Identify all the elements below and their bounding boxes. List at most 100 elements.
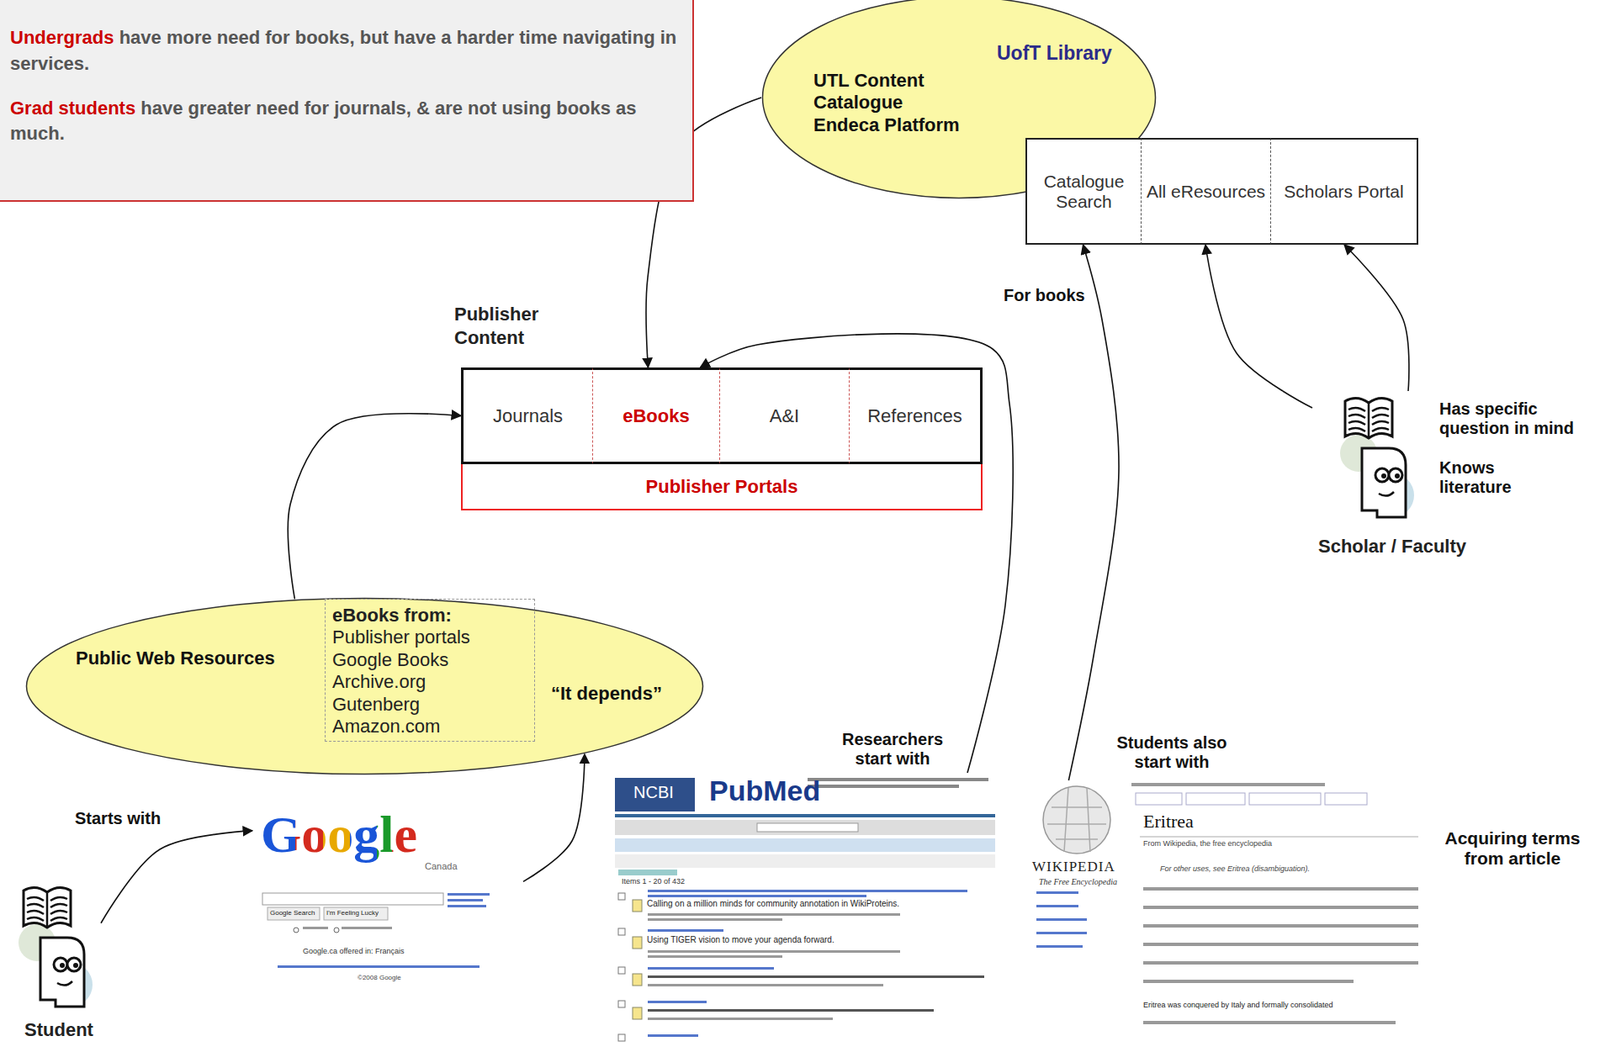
- pubmed-screenshot: [647, 955, 783, 959]
- node-text: eBooks: [622, 405, 689, 428]
- connector-arrow: [287, 413, 461, 600]
- catalogue-cell: Catalogue Search: [1025, 137, 1141, 245]
- node-text: Publisher Content: [454, 302, 573, 350]
- student-figure: Student: [16, 882, 101, 1047]
- wikipedia-screenshot: [1036, 932, 1087, 935]
- node-text: UTL Content Catalogue Endeca Platform: [813, 69, 965, 137]
- wikipedia-screenshot: [1143, 887, 1419, 891]
- pubmed-screenshot: [632, 900, 642, 912]
- node-text: Public Web Resources: [75, 647, 276, 670]
- google-screenshot: [262, 893, 490, 969]
- wikipedia-screenshot: [1143, 905, 1419, 910]
- pubmed-screenshot: [647, 918, 783, 922]
- connector-arrow: [1344, 244, 1410, 392]
- pubmed-screenshot: [618, 1034, 626, 1042]
- node-text: “It depends”: [550, 683, 663, 705]
- paragraph-gap: [10, 77, 681, 96]
- ellipse-shape: [26, 598, 704, 775]
- pubmed-screenshot: [632, 974, 642, 986]
- node-text: All eResources: [1146, 181, 1266, 202]
- node-text: A&I: [769, 405, 800, 428]
- pubmed-screenshot: [618, 967, 626, 975]
- pubmed-screenshot: [618, 893, 626, 901]
- ebooks-cell: eBooks: [592, 367, 720, 465]
- student-icon: [18, 887, 93, 1007]
- scholar-icon: [1340, 397, 1415, 518]
- node-text: Grad students: [10, 97, 136, 119]
- google-screenshot: GoogleCanadaGoogle SearchI'm Feeling Luc…: [252, 809, 524, 991]
- pubmed-screenshot: [614, 773, 996, 816]
- edge-label: For books: [1001, 286, 1088, 306]
- wikipedia-screenshot: [1143, 1021, 1396, 1025]
- pubmed-screenshot: [647, 967, 774, 970]
- node-text: Publisher Portals: [646, 476, 799, 499]
- node-text: Google: [260, 805, 418, 864]
- node-text: The Free Encyclopedia: [1038, 877, 1118, 887]
- node-text: References: [867, 405, 963, 428]
- google-screenshot: [293, 927, 299, 933]
- pubmed-screenshot: [614, 838, 996, 853]
- wikipedia-screenshot: [1143, 980, 1354, 984]
- pubmed-screenshot: [614, 814, 996, 818]
- node-text: PubMed: [709, 774, 821, 808]
- pubmed-screenshot: [614, 854, 996, 869]
- wikipedia-screenshot: [1043, 786, 1111, 854]
- edge-label: Researchers start with: [831, 730, 954, 769]
- connector-arrow: [699, 333, 1013, 774]
- connector-arrow: [523, 754, 585, 883]
- google-screenshot: [333, 927, 340, 933]
- ebook-sources-box: eBooks from:Publisher portalsGoogle Book…: [324, 598, 536, 742]
- pubmed-screenshot: [614, 778, 695, 812]
- connector-arrow: [100, 831, 253, 924]
- wikipedia-screenshot: [1143, 943, 1419, 947]
- node-text: Google Books: [332, 649, 528, 672]
- node-text: I'm Feeling Lucky: [326, 909, 379, 917]
- wikipedia-screenshot: [1249, 793, 1321, 806]
- node-text: From Wikipedia, the free encyclopedia: [1143, 839, 1272, 848]
- pubmed-screenshot: [632, 937, 642, 949]
- node-text: Eritrea: [1143, 810, 1194, 833]
- pubmed-screenshot: [647, 913, 901, 917]
- google-screenshot: [262, 893, 444, 906]
- google-screenshot: [323, 907, 388, 921]
- node-text: Publisher portals: [332, 626, 528, 649]
- connector-arrow: [1068, 244, 1119, 781]
- pubmed-screenshot: [647, 950, 901, 954]
- wikipedia-screenshot: [1036, 783, 1419, 1025]
- pubmed-screenshot: [647, 1034, 699, 1038]
- pubmed-screenshot: [632, 1007, 642, 1020]
- wikipedia-screenshot: [1139, 837, 1419, 838]
- pubmed-screenshot: [614, 773, 996, 1042]
- note-label: Students also start with: [1101, 733, 1242, 773]
- node-text: Google Search: [270, 909, 315, 917]
- google-screenshot: [302, 927, 329, 930]
- node-text: eBooks from:: [332, 604, 528, 627]
- pubmed-screenshot: NCBIPubMedItems 1 - 20 of 432Calling on …: [614, 773, 996, 1048]
- google-screenshot: [341, 927, 393, 930]
- pubmed-screenshot: [647, 890, 968, 893]
- wikipedia-screenshot: [1135, 793, 1182, 806]
- pubmed-screenshot: [614, 820, 996, 836]
- node-text: Using TIGER vision to move your agenda f…: [646, 935, 835, 945]
- pubmed-screenshot: [807, 778, 989, 782]
- wikipedia-screenshot: [1036, 945, 1083, 949]
- google-screenshot: [447, 899, 483, 902]
- pubmed-screenshot: [647, 929, 724, 933]
- note-label: Has specific question in mind: [1436, 399, 1595, 439]
- wikipedia-screenshot: [1036, 918, 1087, 922]
- node-text: Items 1 - 20 of 432: [621, 877, 685, 886]
- pubmed-screenshot: [647, 1017, 833, 1021]
- node-text: Amazon.com: [332, 715, 528, 738]
- node-text: Gutenberg: [332, 694, 528, 716]
- wikipedia-screenshot: [1036, 891, 1079, 895]
- node-text: Catalogue Search: [1030, 171, 1138, 212]
- wikipedia-screenshot: [1324, 793, 1367, 806]
- references-cell: References: [848, 367, 983, 465]
- wikipedia-screenshot: [1047, 788, 1107, 853]
- node-text: NCBI: [633, 783, 674, 803]
- node-text: Canada: [424, 861, 458, 872]
- ai-cell: A&I: [719, 367, 849, 465]
- eresources-cell: All eResources: [1140, 137, 1271, 245]
- pubmed-screenshot: [647, 895, 867, 898]
